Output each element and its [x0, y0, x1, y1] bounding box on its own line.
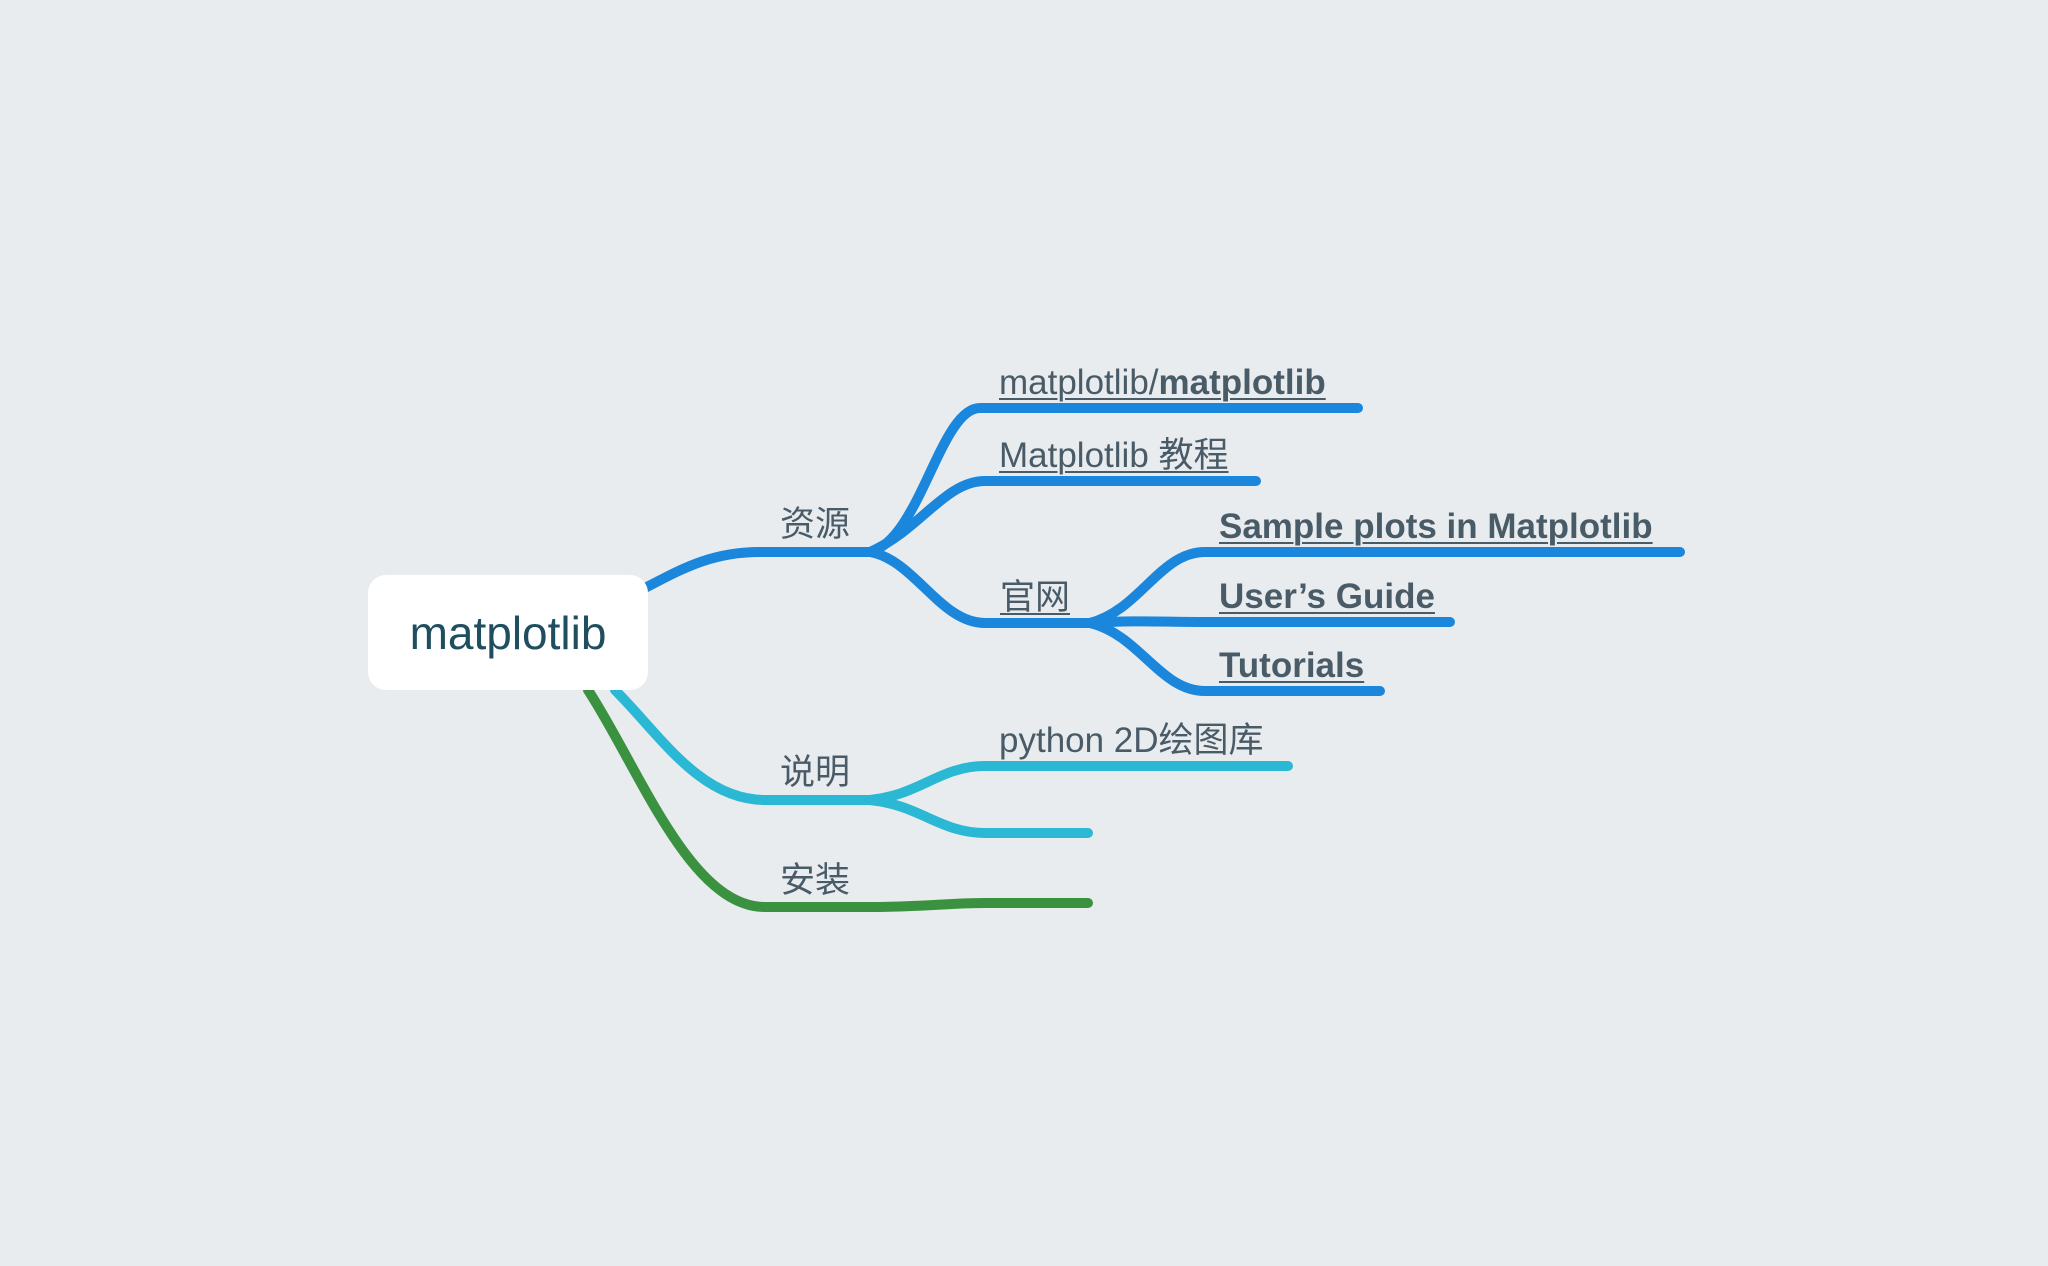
- edge-root-install: [583, 685, 1093, 912]
- root-label: matplotlib: [409, 606, 607, 659]
- branch-resources-label[interactable]: 资源: [780, 505, 851, 544]
- root-node[interactable]: matplotlib: [368, 575, 648, 690]
- edge-root-notes: [610, 685, 875, 805]
- link-users-guide[interactable]: User’s Guide: [1219, 577, 1435, 616]
- github-name: matplotlib: [1158, 363, 1326, 402]
- edge-resources-official: [865, 547, 1095, 628]
- edge-official-guide: [1085, 616, 1455, 628]
- edge-root-resources: [640, 547, 875, 593]
- github-prefix: matplotlib/: [999, 363, 1159, 402]
- link-matplotlib-github[interactable]: matplotlib/matplotlib: [999, 363, 1326, 403]
- edge-official-sample: [1085, 547, 1685, 628]
- link-tutorials[interactable]: Tutorials: [1219, 646, 1365, 685]
- edge-official-tutorials: [1085, 618, 1385, 696]
- edge-resources-tutorial: [865, 476, 1261, 557]
- edge-notes-empty: [865, 795, 1093, 838]
- edge-notes-desc: [865, 761, 1293, 805]
- notes-description[interactable]: python 2D绘图库: [999, 721, 1264, 760]
- branch-notes-label[interactable]: 说明: [780, 753, 851, 792]
- branch-install-label[interactable]: 安装: [780, 861, 851, 900]
- link-matplotlib-tutorial[interactable]: Matplotlib 教程: [999, 436, 1229, 475]
- official-site-link[interactable]: 官网: [1000, 578, 1071, 617]
- link-sample-plots[interactable]: Sample plots in Matplotlib: [1219, 507, 1653, 546]
